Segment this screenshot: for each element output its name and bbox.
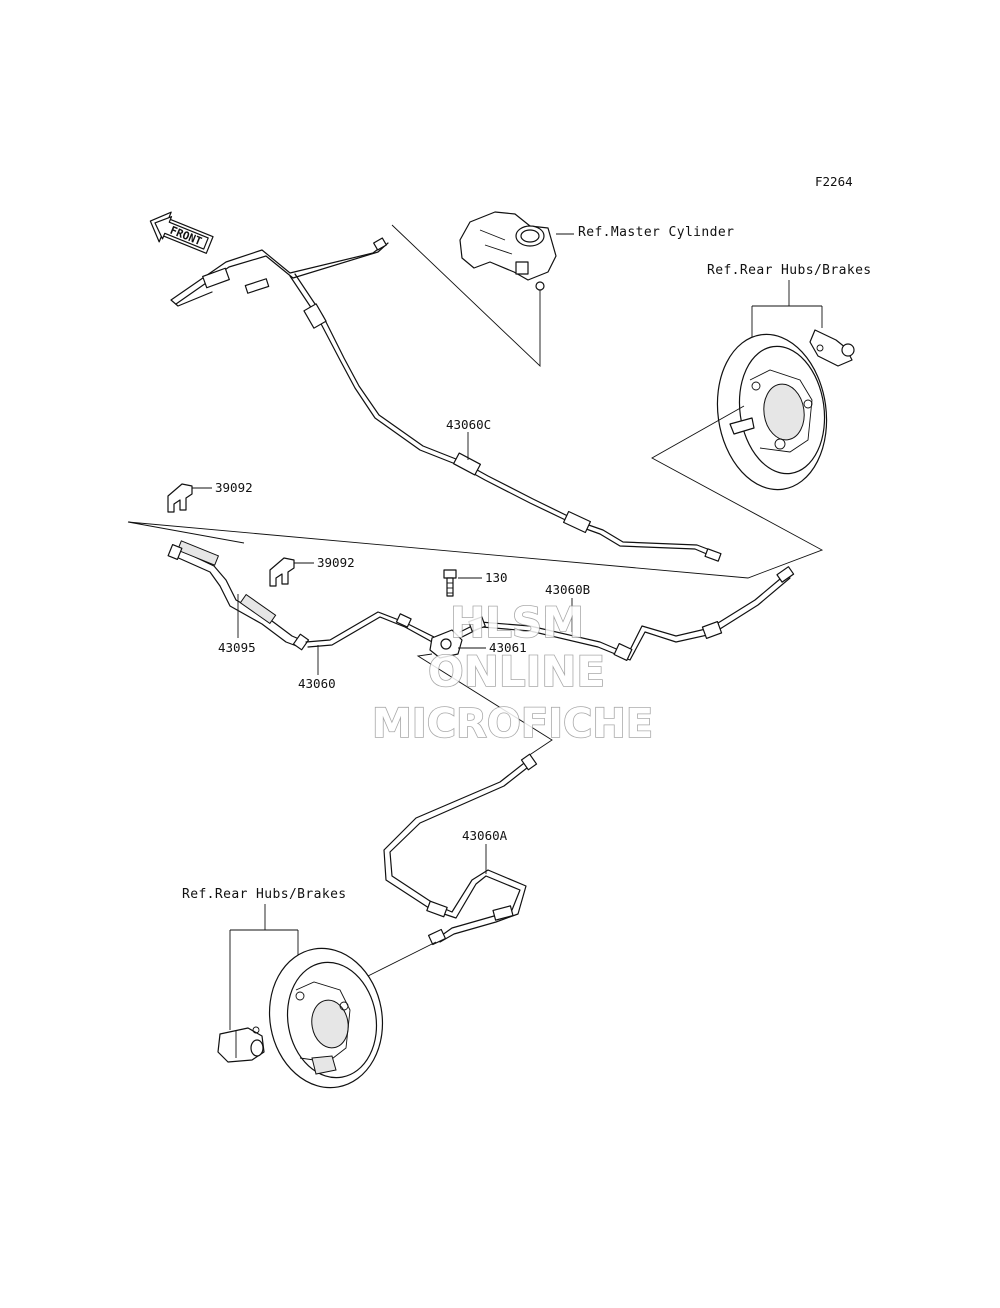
watermark-line3: MICROFICHE (372, 701, 653, 747)
ref-rear-hubs-brakes-right[interactable]: Ref.Rear Hubs/Brakes (707, 263, 872, 278)
pipe-43060B[interactable] (459, 566, 795, 661)
clip-39092-b[interactable] (269, 557, 295, 587)
watermark-line1: HLSM (450, 598, 584, 647)
label-43060A: 43060A (462, 828, 508, 843)
pipe-43060[interactable] (305, 611, 437, 648)
label-43061: 43061 (489, 640, 527, 655)
master-cylinder-icon (459, 211, 557, 291)
watermark: HLSM ONLINE MICROFICHE (371, 597, 654, 748)
watermark-line2: ONLINE (428, 647, 605, 696)
label-39092-a: 39092 (215, 480, 253, 495)
label-43060C: 43060C (446, 417, 491, 432)
label-43060: 43060 (298, 676, 336, 691)
ref-rear-hubs-brakes-left[interactable]: Ref.Rear Hubs/Brakes (182, 887, 347, 902)
bracket-left-ref (229, 904, 299, 1030)
ref-master-cylinder[interactable]: Ref.Master Cylinder (578, 225, 734, 240)
rear-brake-drum-left-icon (217, 947, 384, 1089)
pipe-43060A[interactable] (383, 753, 538, 946)
guide-line-master-cylinder (391, 224, 541, 368)
clip-39092-a[interactable] (167, 483, 193, 513)
label-39092-b: 39092 (317, 555, 355, 570)
hose-43095[interactable] (167, 540, 310, 651)
joint-43061[interactable] (429, 629, 463, 659)
bolt-130[interactable] (443, 569, 457, 597)
pipe-43060C[interactable] (170, 237, 722, 562)
guide-line-right-brake (127, 405, 824, 579)
bracket-right-ref (751, 280, 823, 340)
label-43060B: 43060B (545, 582, 590, 597)
guide-line-lower (416, 653, 553, 757)
label-130: 130 (485, 570, 508, 585)
figure-code: F2264 (815, 174, 853, 189)
label-43095: 43095 (218, 640, 256, 655)
front-arrow-icon: FRONT (149, 211, 214, 254)
guide-line-left-brake (367, 941, 437, 977)
rear-brake-drum-right-icon (716, 329, 855, 491)
